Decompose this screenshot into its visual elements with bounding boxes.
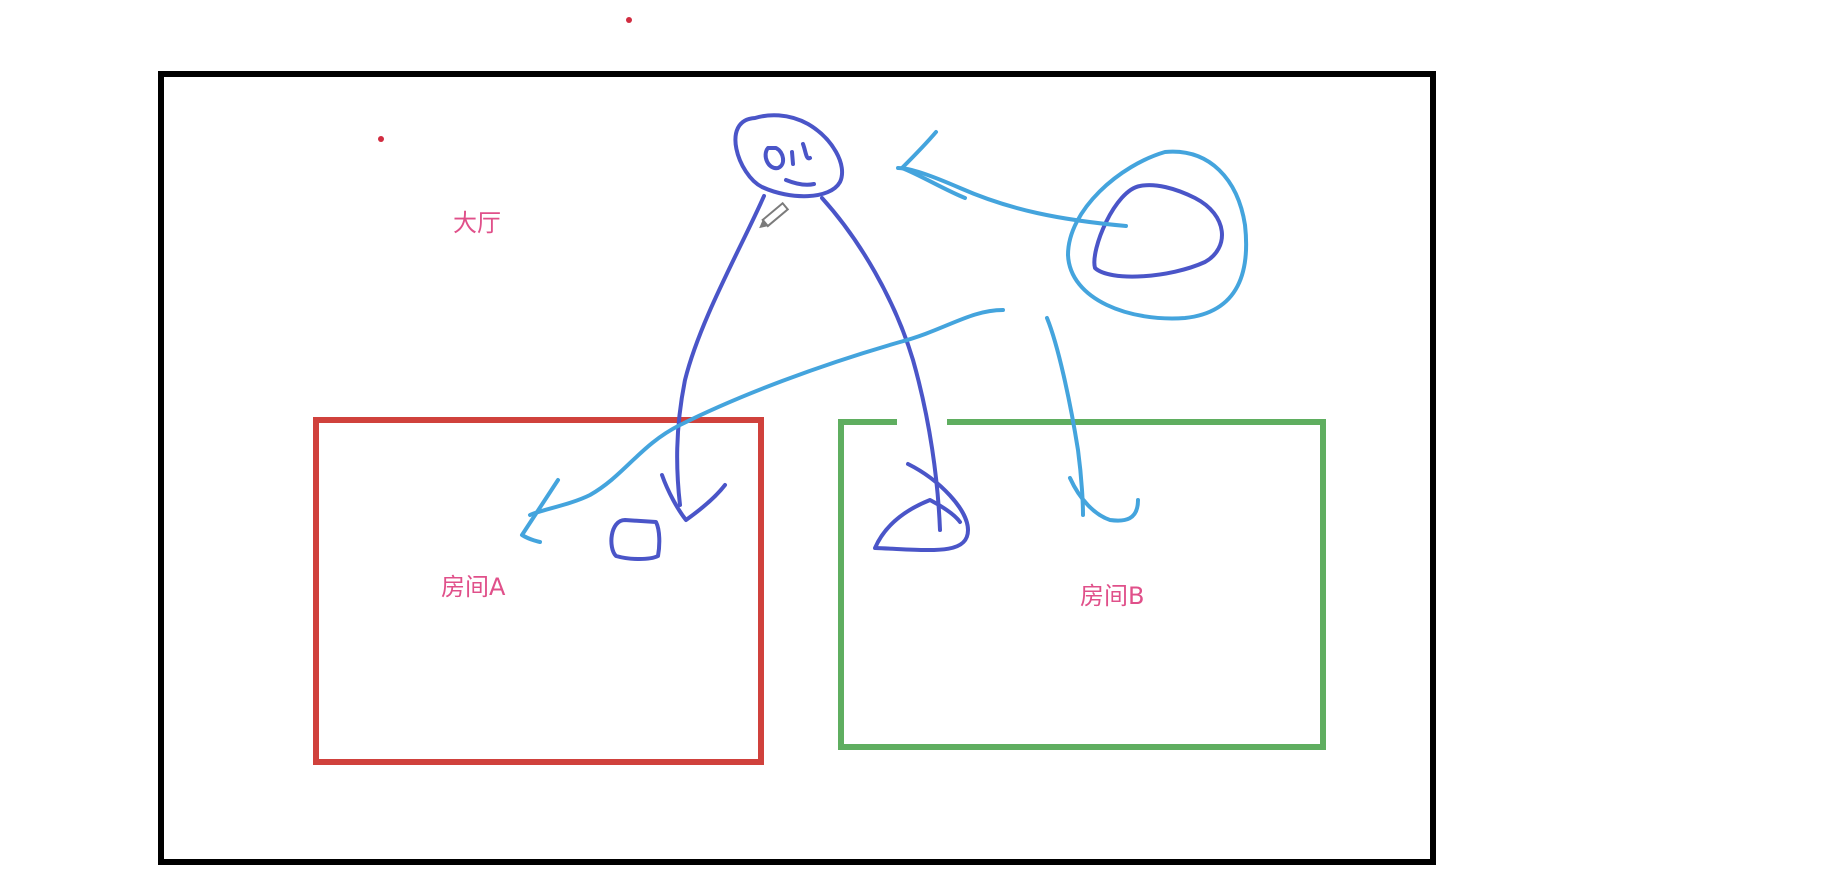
room-b-label: 房间B (1080, 582, 1145, 610)
pencil-icon (759, 201, 790, 229)
figure-left-foot (660, 473, 727, 522)
target-object (1092, 183, 1224, 279)
room-a-label: 房间A (441, 573, 506, 601)
figure-left-eye (763, 146, 785, 171)
arrow-to-room-b-head (1068, 476, 1140, 523)
stick-figure (609, 113, 1224, 561)
figure-mouth (784, 178, 816, 187)
figure-right-foot (873, 462, 970, 553)
arrow-to-room-b (1045, 316, 1085, 517)
stray-dot (626, 17, 632, 23)
room-b-border (838, 419, 1326, 750)
small-box (609, 518, 662, 561)
figure-nose (790, 150, 795, 166)
movement-arrows (520, 130, 1249, 544)
hall-border (158, 71, 1436, 865)
target-circle (1066, 149, 1249, 321)
arrow-to-room-a-head (520, 478, 560, 544)
arrow-to-hall (896, 166, 1128, 228)
arrow-to-hall-head (900, 130, 967, 200)
room-a-border (313, 417, 764, 765)
arrow-to-room-a (528, 308, 1005, 517)
stray-dot (378, 136, 384, 142)
figure-right-eye (801, 142, 812, 161)
figure-left-leg (675, 194, 766, 507)
hall-label: 大厅 (453, 209, 501, 237)
figure-head (733, 113, 844, 199)
